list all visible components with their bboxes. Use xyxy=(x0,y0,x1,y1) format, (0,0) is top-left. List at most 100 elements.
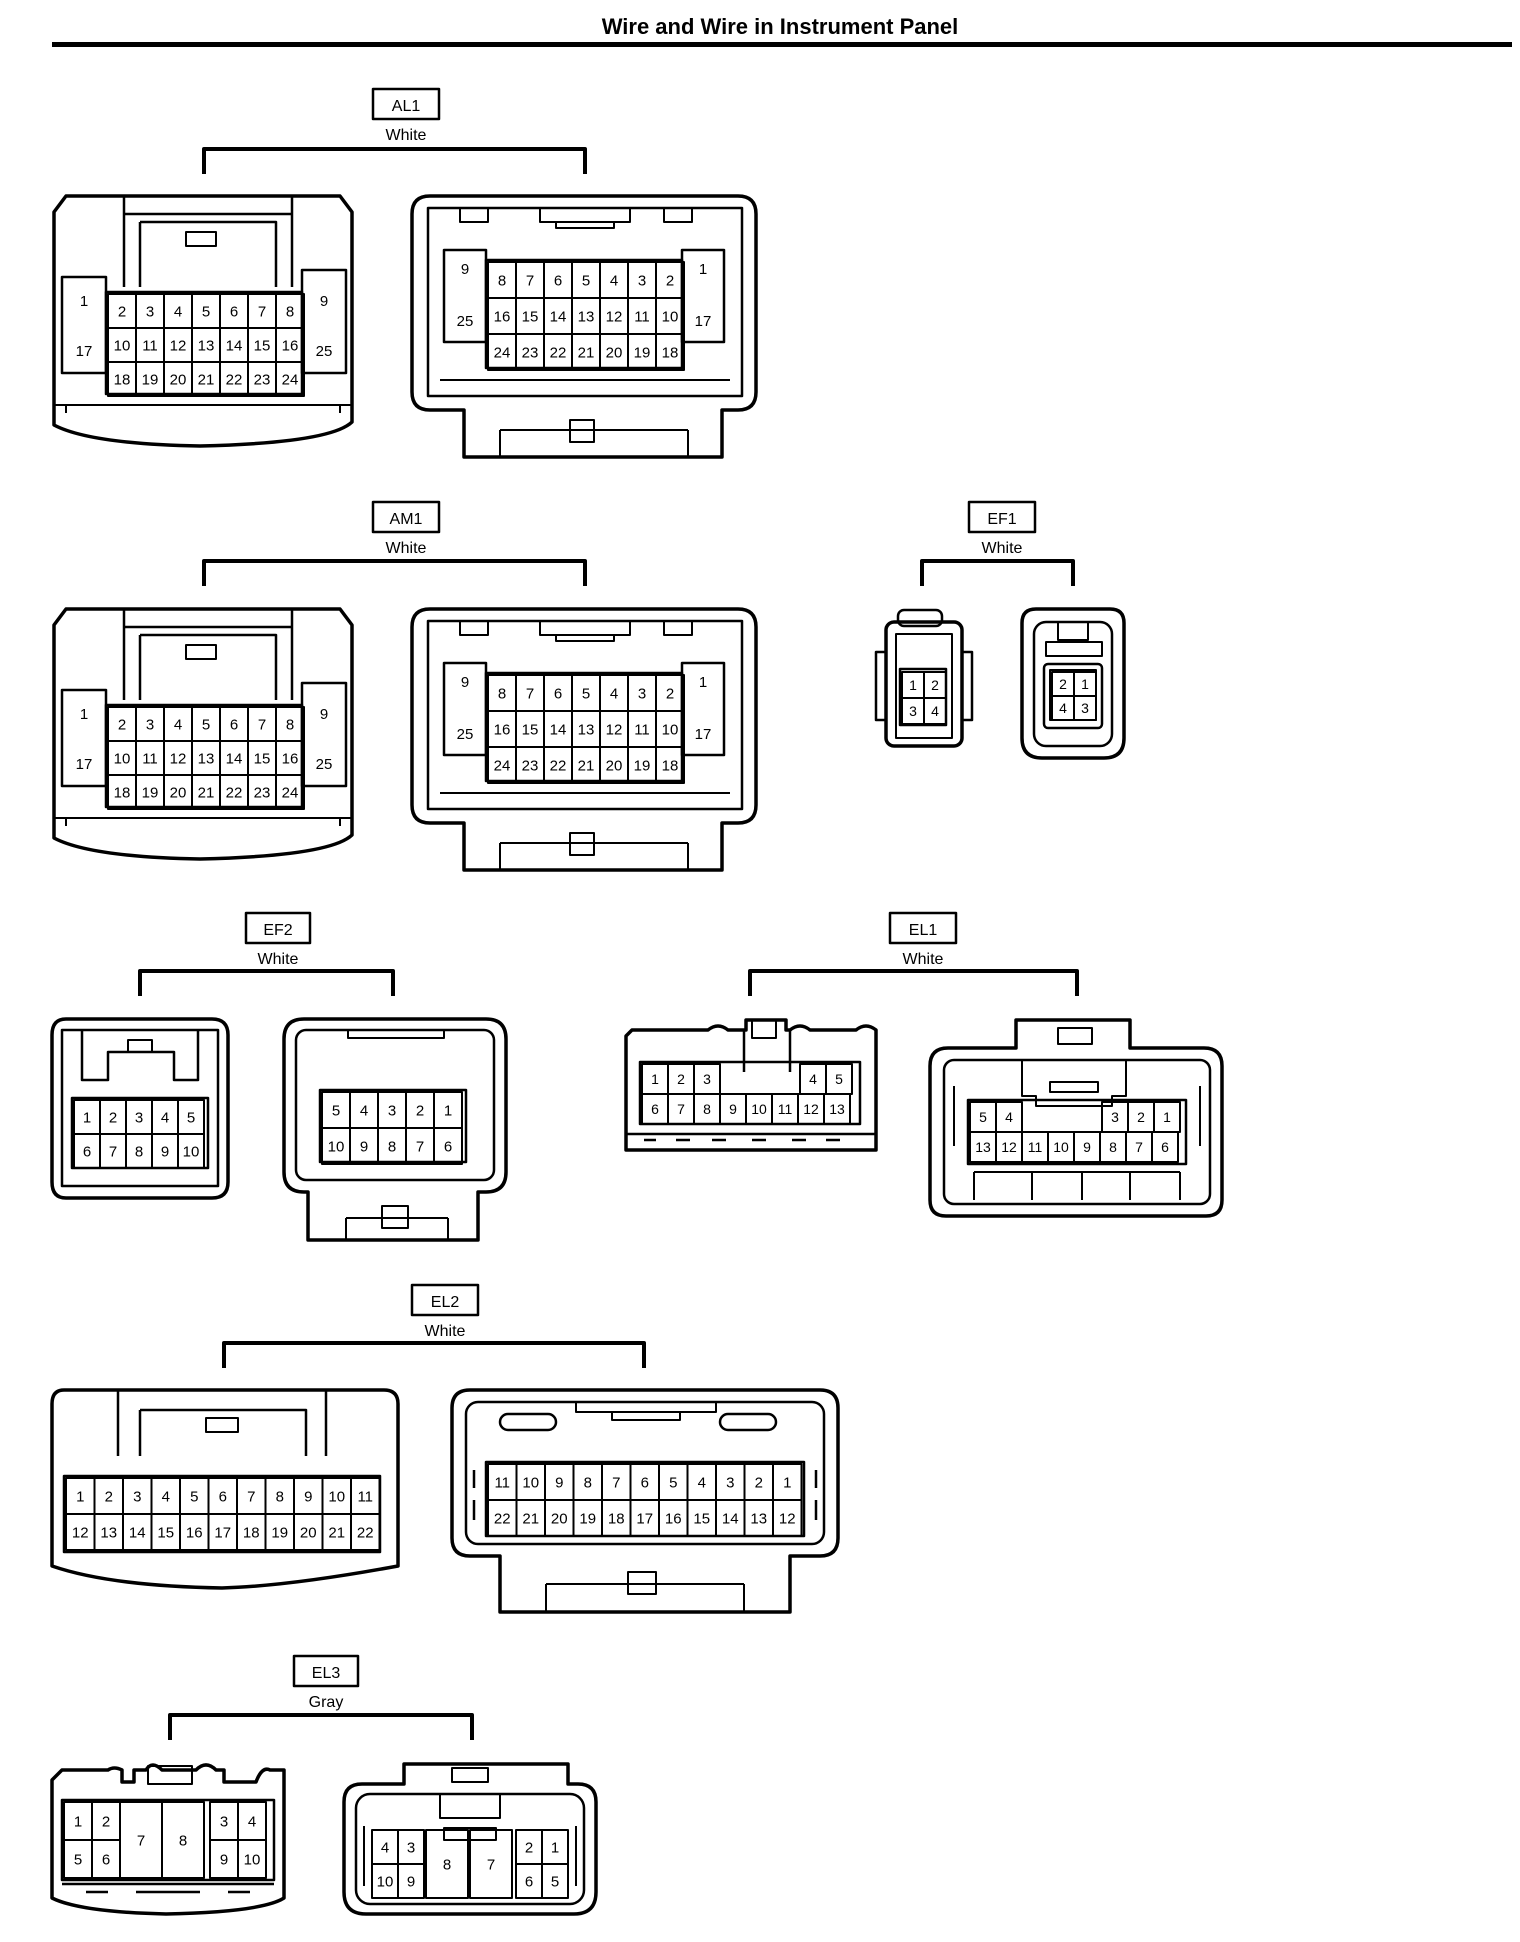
pin-number: 9 xyxy=(555,1474,563,1491)
pin-number: 14 xyxy=(722,1510,739,1527)
label-box xyxy=(410,1283,480,1317)
label-box xyxy=(888,911,958,945)
pin-number: 2 xyxy=(118,303,126,320)
pin-number: 2 xyxy=(755,1474,763,1491)
pin-number: 6 xyxy=(444,1138,452,1155)
pin-number: 8 xyxy=(498,685,506,702)
pin-number: 1 xyxy=(76,1488,84,1505)
page-title: Wire and Wire in Instrument Panel xyxy=(601,14,959,39)
pin-number: 6 xyxy=(554,272,562,289)
pin-number: 1 xyxy=(909,677,917,693)
pin-number: 13 xyxy=(198,337,215,354)
pin-number: 13 xyxy=(100,1524,117,1541)
pin-number: 21 xyxy=(198,371,215,388)
pin-number: 7 xyxy=(137,1832,145,1849)
pin-number: 22 xyxy=(494,1510,511,1527)
pin-number: 2 xyxy=(105,1488,113,1505)
bracket xyxy=(138,969,395,996)
connector-color: White xyxy=(982,540,1023,557)
pin-number: 16 xyxy=(282,337,299,354)
pin-number: 4 xyxy=(610,685,618,702)
pin-number: 11 xyxy=(494,1474,510,1491)
pin-number: 17 xyxy=(695,313,712,330)
pin-number: 21 xyxy=(578,757,595,774)
pin-number: 8 xyxy=(584,1474,592,1491)
pin-number: 25 xyxy=(457,726,474,743)
pin-cell xyxy=(469,1829,513,1899)
pin-number: 3 xyxy=(135,1109,143,1126)
connector-code: EF2 xyxy=(263,922,292,939)
pin-number: 4 xyxy=(381,1839,389,1856)
pin-number: 8 xyxy=(179,1832,187,1849)
pin-number: 1 xyxy=(699,674,707,691)
pin-number: 10 xyxy=(114,750,131,767)
pin-number: 2 xyxy=(118,716,126,733)
pin-number: 12 xyxy=(803,1101,819,1117)
pin-number: 5 xyxy=(835,1071,843,1087)
pin-number: 14 xyxy=(226,750,243,767)
label-box xyxy=(292,1654,360,1688)
pin-number: 5 xyxy=(582,272,590,289)
pin-number: 23 xyxy=(254,371,271,388)
pin-number: 22 xyxy=(550,757,567,774)
pin-number: 20 xyxy=(551,1510,568,1527)
pin-number: 12 xyxy=(170,337,187,354)
connector-color: White xyxy=(386,540,427,557)
bracket xyxy=(168,1713,474,1740)
pin-number: 6 xyxy=(651,1101,659,1117)
pin-number: 16 xyxy=(665,1510,682,1527)
group-am1: AM1 White xyxy=(52,500,758,872)
pin-number: 20 xyxy=(300,1524,317,1541)
pin-number: 11 xyxy=(357,1488,373,1505)
pin-number: 3 xyxy=(726,1474,734,1491)
pin-number: 8 xyxy=(286,716,294,733)
pin-cell xyxy=(433,1127,463,1165)
pin-number: 23 xyxy=(254,784,271,801)
pin-number: 13 xyxy=(578,721,595,738)
pin-number: 5 xyxy=(187,1109,195,1126)
pin-number: 15 xyxy=(522,308,539,325)
connector-el3-male xyxy=(342,1762,598,1916)
pin-number: 10 xyxy=(522,1474,539,1491)
pin-number: 8 xyxy=(286,303,294,320)
pin-number: 8 xyxy=(135,1143,143,1160)
group-el1: EL1 White xyxy=(624,911,1224,1218)
pin-number: 11 xyxy=(634,308,650,325)
pin-number: 11 xyxy=(634,721,650,738)
pin-number: 5 xyxy=(582,685,590,702)
pin-number: 9 xyxy=(320,706,328,723)
pin-number: 24 xyxy=(282,371,299,388)
pin-number: 21 xyxy=(522,1510,539,1527)
pin-cell xyxy=(655,746,685,784)
connector-code: AM1 xyxy=(390,511,423,528)
pin-number: 12 xyxy=(170,750,187,767)
connector-code: EF1 xyxy=(987,511,1016,528)
pin-number: 3 xyxy=(638,685,646,702)
pin-number: 4 xyxy=(161,1109,169,1126)
connector-code: EL2 xyxy=(431,1294,460,1311)
pin-number: 19 xyxy=(634,344,651,361)
pin-number: 10 xyxy=(183,1143,200,1160)
pin-number: 1 xyxy=(551,1839,559,1856)
pin-number: 1 xyxy=(1163,1109,1171,1125)
connector-al1-male xyxy=(410,194,758,459)
pin-number: 21 xyxy=(578,344,595,361)
pin-cell xyxy=(655,333,685,371)
pin-number: 2 xyxy=(102,1813,110,1830)
bracket xyxy=(202,559,587,586)
connector-al1-female xyxy=(52,194,354,448)
connector-am1-female xyxy=(52,607,354,861)
pin-number: 12 xyxy=(1001,1139,1017,1155)
pin-number: 4 xyxy=(931,703,939,719)
pin-number: 10 xyxy=(244,1851,261,1868)
pin-cell xyxy=(541,1863,569,1899)
pin-number: 20 xyxy=(170,784,187,801)
connector-am1-male xyxy=(410,607,758,872)
pin-number: 15 xyxy=(254,337,271,354)
label-box xyxy=(244,911,312,945)
pin-number: 1 xyxy=(651,1071,659,1087)
pin-number: 4 xyxy=(162,1488,170,1505)
group-ef1: EF1 White xyxy=(874,500,1126,760)
pin-cell xyxy=(923,697,947,725)
pin-number: 3 xyxy=(703,1071,711,1087)
